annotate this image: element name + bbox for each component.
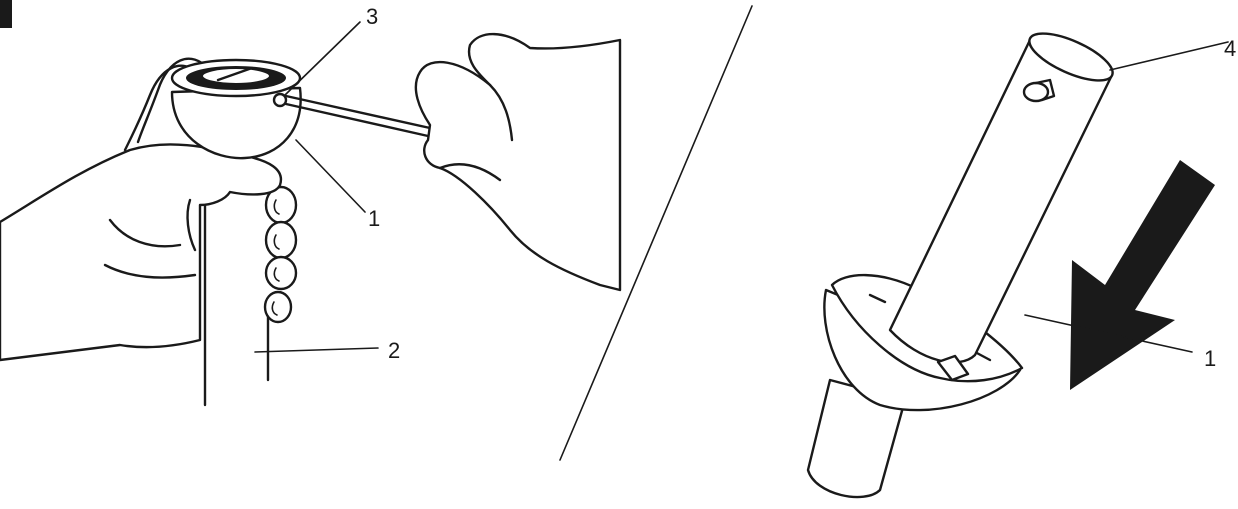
left-hand-icon — [0, 144, 281, 360]
left-panel: 3 1 2 — [0, 4, 620, 405]
leader-2 — [255, 348, 378, 352]
leader-1-left — [296, 140, 365, 212]
callout-4: 4 — [1224, 36, 1236, 61]
bead-chain — [265, 187, 296, 322]
hex-key-icon — [286, 96, 430, 136]
leader-4 — [1110, 42, 1228, 70]
callout-2: 2 — [388, 338, 400, 363]
right-panel: 4 1 — [808, 24, 1236, 497]
callout-1-right: 1 — [1204, 346, 1216, 371]
leader-3 — [284, 22, 360, 96]
callout-3: 3 — [366, 4, 378, 29]
ball-knob-icon — [172, 60, 301, 158]
corner-tab — [0, 0, 12, 28]
direction-arrow-icon — [1070, 160, 1215, 390]
right-hand-icon — [416, 34, 620, 290]
callout-1-left: 1 — [368, 206, 380, 231]
